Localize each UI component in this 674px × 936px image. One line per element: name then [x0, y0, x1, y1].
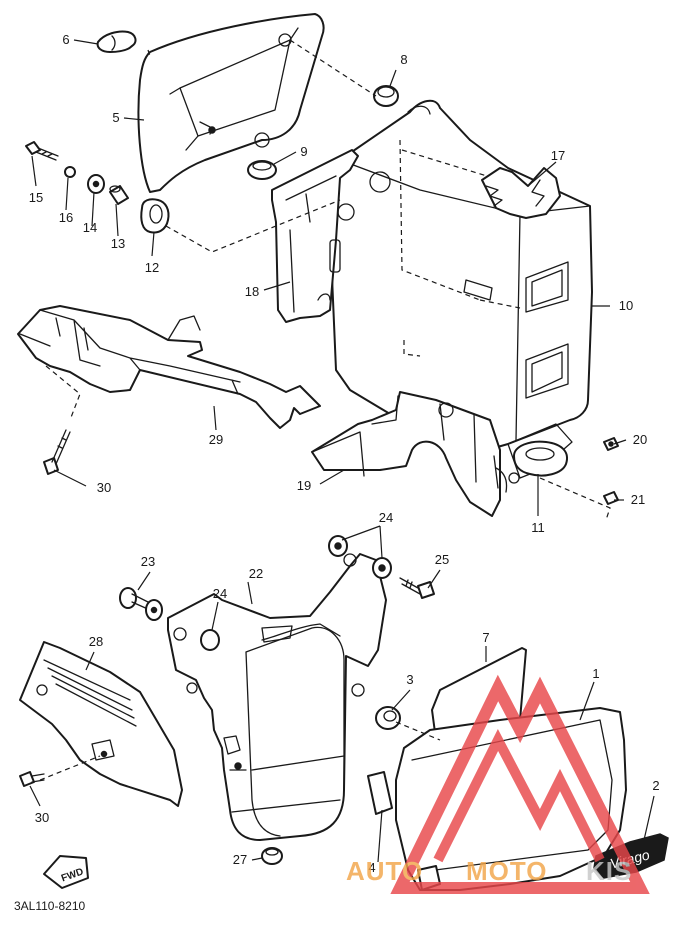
diagram-code: 3AL110-8210	[14, 899, 86, 913]
callout-15: 15	[29, 190, 43, 205]
callout-27: 29	[209, 432, 223, 447]
callout-23: 23	[141, 554, 155, 569]
callout-4: 4	[368, 860, 375, 875]
callout-8: 8	[400, 52, 407, 67]
callout-24-left: 24	[213, 586, 227, 601]
callout-1: 1	[592, 666, 599, 681]
callout-25: 25	[435, 552, 449, 567]
callout-5: 5	[112, 110, 119, 125]
part-grommet-4a	[367, 771, 393, 815]
part-grommet-9	[247, 160, 277, 180]
part-toolbox	[167, 553, 387, 841]
callout-17: 17	[551, 148, 565, 163]
leader-lines	[29, 39, 655, 863]
part-clamp-band	[481, 167, 561, 219]
callout-11: 11	[531, 520, 545, 535]
part-grommet-24a	[328, 535, 348, 557]
fwd-arrow: FWD	[43, 855, 89, 889]
part-nut-21	[603, 491, 619, 505]
part-nut-16	[64, 166, 76, 178]
part-screw-30	[19, 771, 45, 787]
callout-26: 27	[233, 852, 247, 867]
callout-13: 13	[111, 236, 125, 251]
callout-28: 30	[97, 480, 111, 495]
watermark: AUTO MOTO KIS	[346, 674, 650, 894]
part-grommet-24b	[372, 557, 392, 579]
part-screw-28	[43, 429, 71, 475]
part-bracket-18	[271, 149, 359, 323]
part-air-duct	[17, 305, 321, 429]
part-bolt-23	[119, 587, 163, 621]
callout-21: 21	[631, 492, 645, 507]
callout-18: 18	[245, 284, 259, 299]
part-screw-25	[399, 577, 435, 599]
part-grommet-3	[375, 706, 401, 730]
callout-2: 2	[652, 778, 659, 793]
callout-7: 7	[482, 630, 489, 645]
part-screw-20	[603, 437, 619, 451]
callout-3: 3	[406, 672, 413, 687]
callout-6: 6	[62, 32, 69, 47]
callout-30: 30	[35, 810, 49, 825]
callout-labels: 6 5 8 9 15 16 14 13 12 17 18 10 29 30 19…	[29, 32, 660, 875]
callout-9: 9	[300, 144, 307, 159]
part-washer-14	[87, 174, 105, 194]
watermark-logo-icon	[390, 674, 650, 894]
part-side-cover-top	[137, 13, 325, 193]
callout-29: 28	[89, 634, 103, 649]
part-grommet-8	[373, 85, 399, 107]
part-grommet-12	[140, 198, 170, 234]
part-grommet-24c	[200, 629, 220, 651]
callout-24-top: 24	[379, 510, 393, 525]
watermark-text-kis: KIS	[586, 856, 632, 886]
part-tool-cover	[19, 641, 183, 807]
callout-10: 10	[619, 298, 633, 313]
part-collar-13	[109, 185, 129, 205]
part-bolt-15	[25, 141, 59, 161]
part-rubber-mount	[513, 440, 568, 477]
part-grommet-26	[261, 847, 283, 865]
callout-14: 14	[83, 220, 97, 235]
part-lower-tray	[311, 391, 573, 517]
watermark-text-moto: MOTO	[466, 856, 548, 886]
callout-20: 20	[633, 432, 647, 447]
part-clip	[96, 30, 137, 53]
callout-22: 22	[249, 566, 263, 581]
callout-19: 19	[297, 478, 311, 493]
watermark-text-auto: AUTO	[346, 856, 423, 886]
callout-12: 12	[145, 260, 159, 275]
callout-16: 16	[59, 210, 73, 225]
